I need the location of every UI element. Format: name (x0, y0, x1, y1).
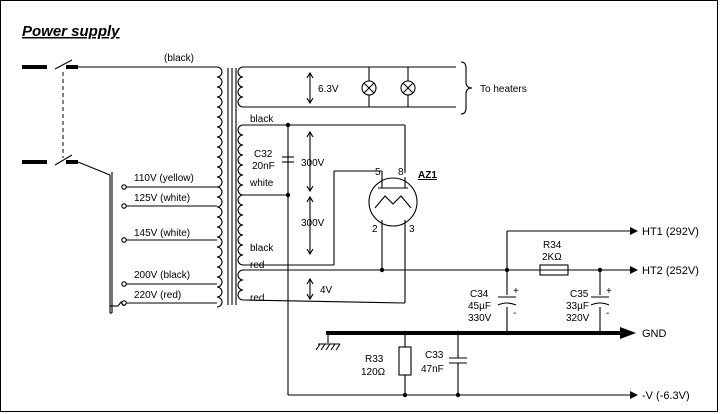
primary-top-wire-label: (black) (164, 53, 194, 64)
c33-ref: C33 (425, 350, 444, 361)
r34-ref: R34 (543, 240, 562, 251)
capacitor-c32 (282, 156, 294, 163)
ht-wiring (242, 124, 630, 395)
c35-plus: + (606, 286, 612, 297)
tap-label-125v: 125V (white) (134, 193, 190, 204)
c35-value: 33µF (566, 301, 589, 312)
tap-label-145v: 145V (white) (134, 228, 190, 239)
c35-ref: C35 (570, 289, 589, 300)
junction-dot (455, 392, 461, 398)
junction-dot (504, 267, 510, 273)
c35-voltage: 320V (566, 313, 590, 324)
ht1-output-label: HT1 (292V) (642, 226, 699, 238)
junction-dot (597, 330, 603, 336)
tube-pin-8: 8 (398, 167, 404, 178)
primary-selector-wiring (77, 161, 125, 314)
c35-minus: - (606, 308, 609, 319)
c34-minus: - (513, 308, 516, 319)
junction-dot (597, 267, 603, 273)
c34-value: 45µF (468, 301, 491, 312)
c32-value: 20nF (252, 161, 275, 172)
neg-output-label: -V (-6.3V) (642, 390, 690, 402)
ht-lower-voltage-label: 300V (301, 218, 325, 229)
ht-top-wire-label: black (250, 114, 274, 125)
gnd-output-label: GND (642, 328, 667, 340)
transformer (216, 66, 244, 308)
junction-dot (285, 122, 291, 128)
tube-pin-3: 3 (409, 224, 415, 235)
junction-dot (504, 330, 510, 336)
diagram-title: Power supply (22, 23, 120, 40)
r34-value: 2KΩ (542, 252, 562, 263)
primary-taps (121, 184, 217, 306)
junction-dot (402, 392, 408, 398)
junction-dot (285, 192, 291, 198)
tap-label-220v: 220V (red) (134, 290, 181, 301)
tube-name: AZ1 (418, 170, 437, 181)
tap-label-200v: 200V (black) (134, 270, 190, 281)
ht-output-arrows (630, 227, 638, 274)
tap-label-110v: 110V (yellow) (134, 173, 194, 184)
ht-center-wire-label: white (249, 178, 274, 189)
ht-voltage-arrows (306, 130, 314, 301)
tube-pin-2: 2 (372, 224, 378, 235)
ht-upper-voltage-label: 300V (301, 158, 325, 169)
heater-destination-label: To heaters (480, 84, 527, 95)
heater-voltage-label: 6.3V (318, 84, 339, 95)
ht-bottom-wire-label: black (250, 243, 274, 254)
junction-dot (379, 267, 385, 273)
r33-value: 120Ω (361, 367, 386, 378)
aux-bottom-wire-label: red (250, 293, 264, 304)
c34-plus: + (513, 286, 519, 297)
ground-bus (315, 327, 636, 351)
output-filter (497, 230, 630, 333)
ht2-output-label: HT2 (252V) (642, 265, 699, 277)
c34-voltage: 330V (468, 313, 492, 324)
rectifier-tube-az1 (368, 177, 418, 227)
mains-switch (22, 59, 217, 166)
negative-rail (288, 333, 638, 399)
aux-voltage-label: 4V (320, 285, 333, 296)
tube-pin-5: 5 (375, 167, 381, 178)
c32-ref: C32 (254, 149, 273, 160)
c33-value: 47nF (421, 364, 444, 375)
c34-ref: C34 (470, 289, 489, 300)
r33-ref: R33 (365, 354, 384, 365)
heater-circuit (243, 61, 473, 115)
